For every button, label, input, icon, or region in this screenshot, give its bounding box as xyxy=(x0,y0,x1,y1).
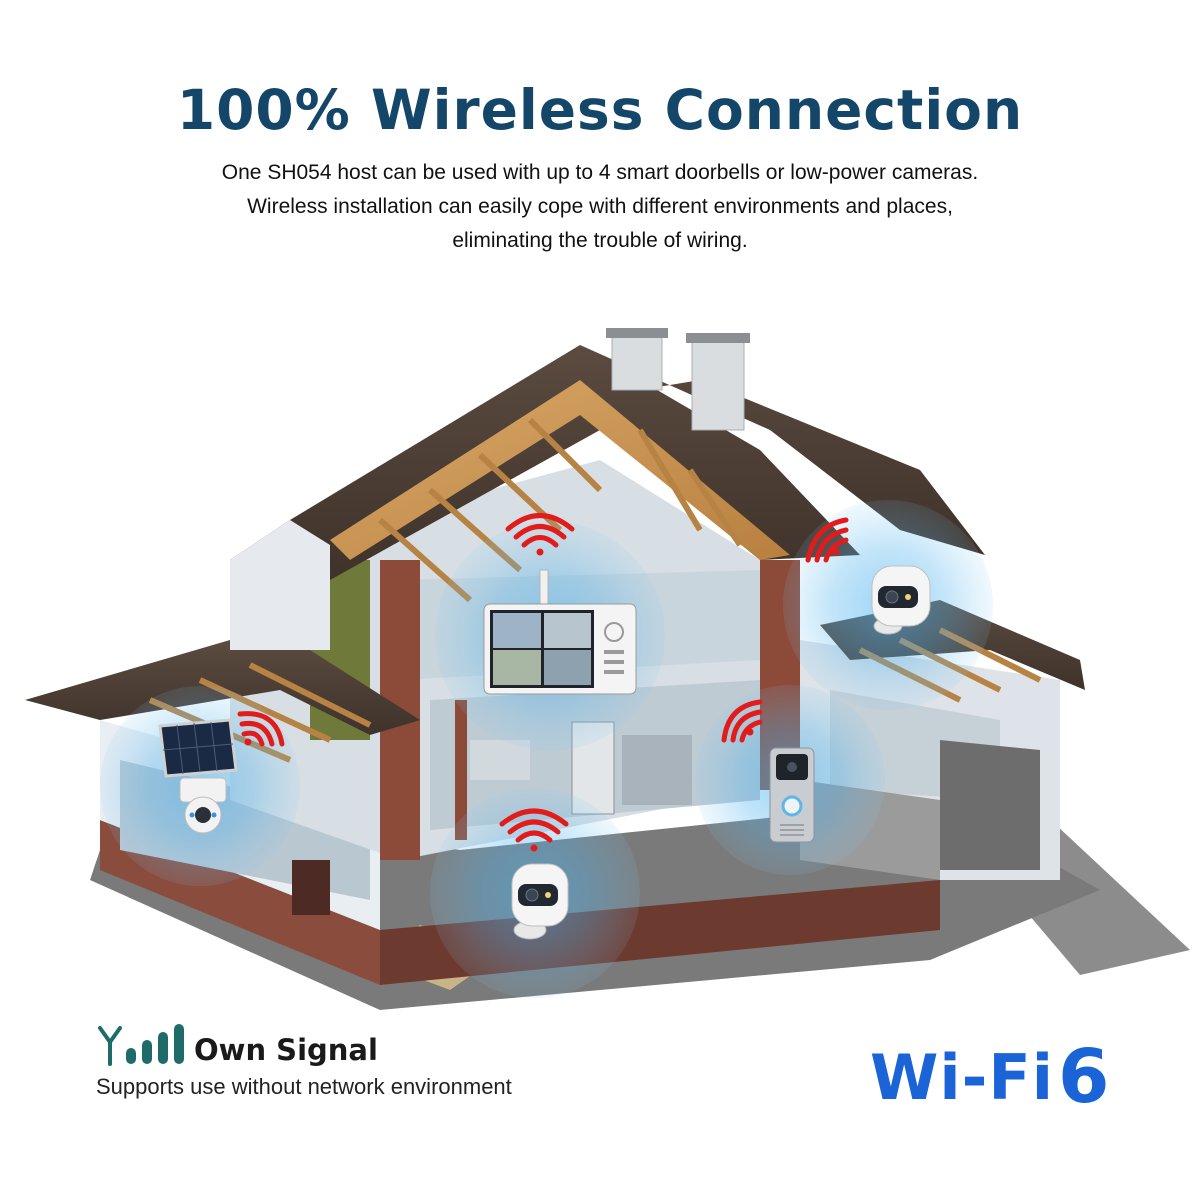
camera-bottom-group xyxy=(430,788,640,998)
signal-waves-doorbell xyxy=(721,699,763,743)
wifi6-logo: Wi-Fi 6 xyxy=(870,1034,1110,1120)
house-cutaway-illustration xyxy=(25,328,1190,1010)
brick-pillar-mid xyxy=(455,700,467,840)
description: One SH054 host can be used with up to 4 … xyxy=(0,156,1200,258)
tablet-monitor-icon xyxy=(483,569,637,695)
chimney-left xyxy=(611,334,663,391)
monitor-host-group xyxy=(435,513,665,751)
wifi-number: 6 xyxy=(1057,1034,1111,1120)
camera-upper-right-group xyxy=(783,500,993,710)
signal-waves-bottom xyxy=(499,808,569,852)
wifi-word: Wi-Fi xyxy=(870,1040,1054,1114)
antenna-signal-icon xyxy=(98,1024,184,1066)
camera-icon xyxy=(511,863,569,940)
description-line-1: One SH054 host can be used with up to 4 … xyxy=(221,161,979,184)
wood-truss-main xyxy=(330,380,790,560)
own-signal-subtitle: Supports use without network environment xyxy=(96,1074,512,1099)
signal-waves-monitor xyxy=(505,513,575,556)
signal-waves-solar xyxy=(237,711,285,747)
chimney-left-cap xyxy=(606,328,668,338)
radiator xyxy=(292,860,330,915)
own-signal-title: Own Signal xyxy=(194,1033,378,1067)
doorbell-icon xyxy=(769,747,815,843)
chimney-right-cap xyxy=(686,333,750,343)
description-line-2: Wireless installation can easily cope wi… xyxy=(247,195,953,218)
camera-icon xyxy=(871,565,931,635)
kitchen-counter xyxy=(622,735,692,805)
description-line-3: eliminating the trouble of wiring. xyxy=(452,229,748,252)
left-gable-wall xyxy=(230,520,330,650)
signal-waves-upper-right xyxy=(805,517,849,563)
garage-door xyxy=(940,740,1040,870)
headline: 100% Wireless Connection xyxy=(176,78,1024,142)
doorbell-group xyxy=(695,685,885,875)
solar-camera-group xyxy=(100,686,300,886)
own-signal-feature: Own Signal Supports use without network … xyxy=(96,1022,512,1100)
solar-camera-icon xyxy=(158,718,238,834)
chimney-right xyxy=(691,339,745,431)
